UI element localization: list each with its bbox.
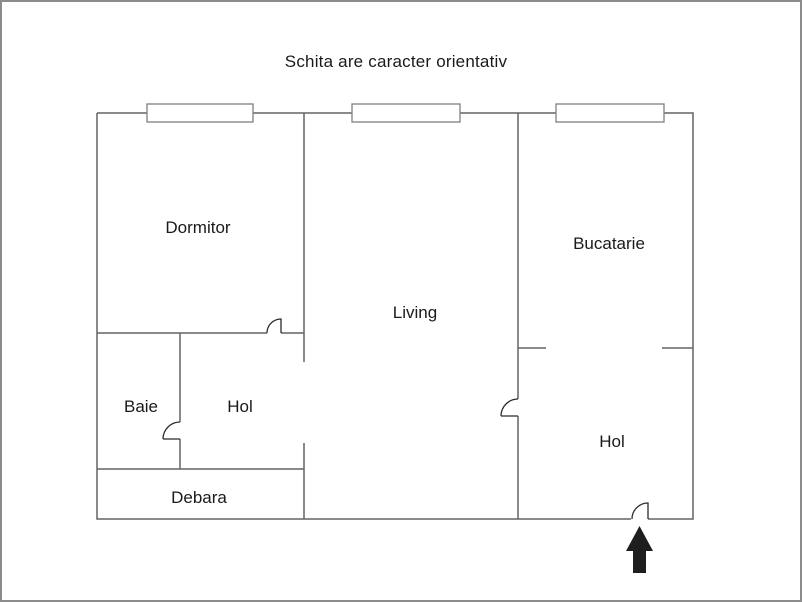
- room-label-baie: Baie: [124, 397, 158, 416]
- room-label-hol-intrare: Hol: [599, 432, 625, 451]
- window-living: [351, 103, 461, 123]
- room-label-bucatarie: Bucatarie: [573, 234, 645, 253]
- window-bucatarie: [555, 103, 665, 123]
- room-label-living: Living: [393, 303, 437, 322]
- door-living: [500, 398, 519, 417]
- door-dormitor: [266, 318, 282, 334]
- room-label-dormitor: Dormitor: [165, 218, 231, 237]
- room-label-debara: Debara: [171, 488, 227, 507]
- room-label-hol-mic: Hol: [227, 397, 253, 416]
- entrance-arrow-icon: [626, 526, 653, 573]
- disclaimer-title: Schita are caracter orientativ: [285, 52, 508, 71]
- window-dormitor: [146, 103, 254, 123]
- door-entrance: [631, 502, 649, 520]
- door-baie: [162, 421, 181, 440]
- interior-walls: [97, 113, 693, 519]
